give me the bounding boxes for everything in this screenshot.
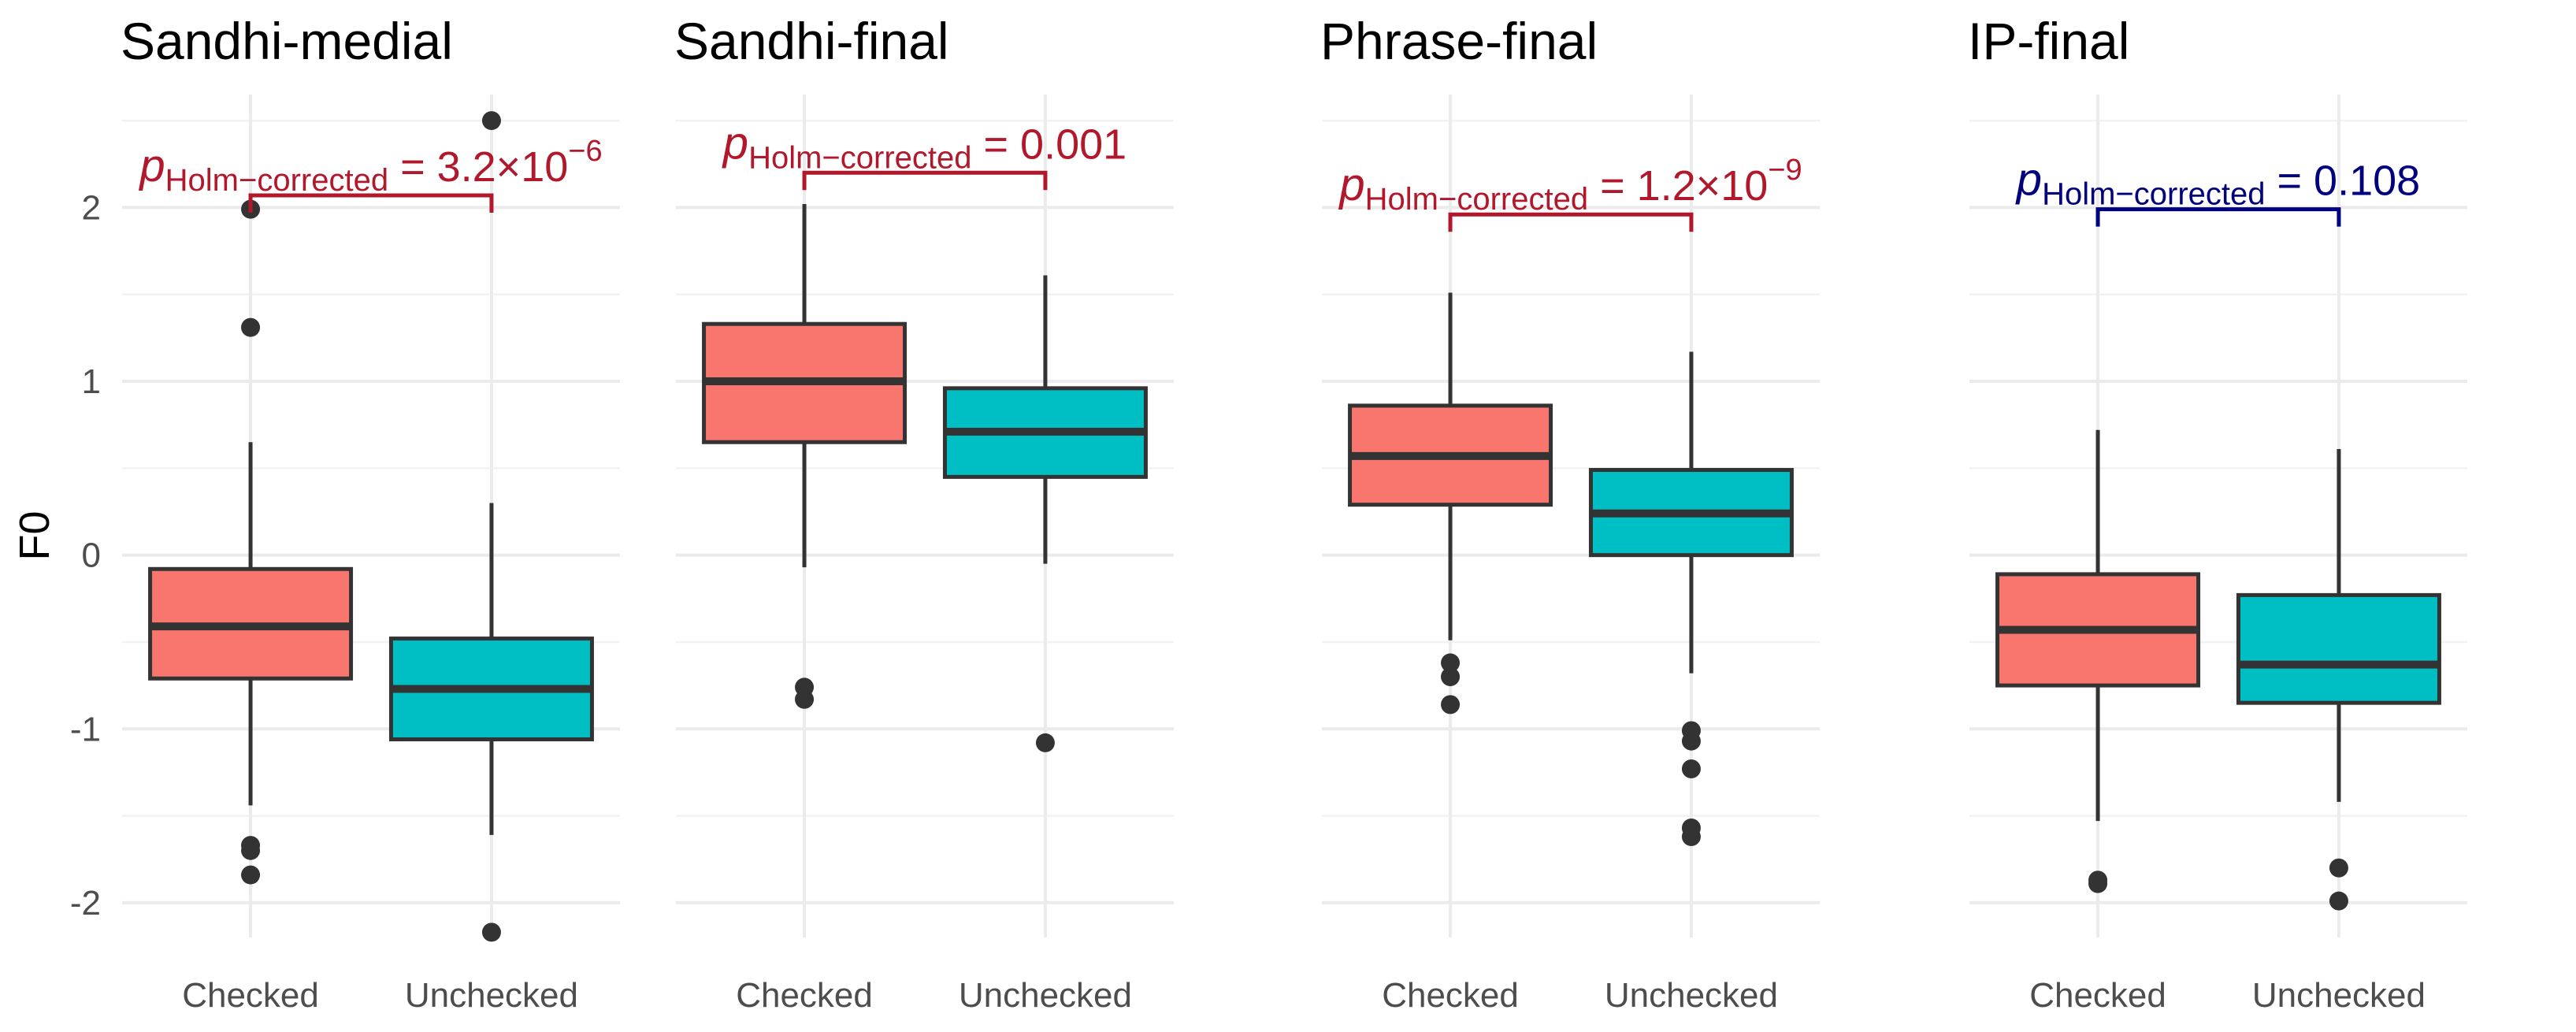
panel-title: Sandhi-medial — [121, 12, 453, 70]
outlier-point — [795, 689, 815, 709]
outlier-point — [481, 922, 501, 942]
grid — [1969, 95, 2467, 937]
panel-title: Phrase-final — [1320, 12, 1598, 70]
box-checked — [1995, 429, 2201, 893]
significance-bracket — [2095, 207, 2341, 227]
p-value-annotation: pHolm−corrected = 0.108 — [2015, 154, 2420, 212]
grid — [122, 95, 620, 937]
x-tick-label: Checked — [182, 976, 319, 1015]
outlier-point — [241, 317, 261, 337]
x-tick-label: Checked — [736, 976, 873, 1015]
outlier-point — [241, 865, 261, 885]
box-checked — [148, 199, 354, 885]
outlier-point — [1035, 733, 1055, 752]
p-value-annotation: pHolm−corrected = 3.2×10−6 — [138, 135, 602, 198]
y-tick-label: -2 — [70, 884, 101, 922]
significance-bracket — [1448, 212, 1694, 232]
outlier-point — [2088, 874, 2108, 893]
outlier-point — [1681, 759, 1701, 778]
panel-title: IP-final — [1968, 12, 2129, 70]
y-axis-title: F0 — [11, 510, 58, 560]
y-axis-ticks: -2 -1 0 1 2 — [70, 188, 101, 922]
x-tick-label: Checked — [2029, 976, 2166, 1015]
outlier-point — [1441, 667, 1461, 687]
y-tick-label: 2 — [82, 188, 101, 227]
outlier-point — [1441, 695, 1461, 715]
x-tick-label: Unchecked — [405, 976, 578, 1015]
box-unchecked — [2236, 449, 2441, 911]
box-unchecked — [388, 111, 594, 942]
x-tick-label: Unchecked — [959, 976, 1132, 1015]
box-unchecked — [942, 275, 1148, 752]
outlier-point — [2329, 858, 2348, 878]
x-tick-label: Checked — [1382, 976, 1519, 1015]
panel-title: Sandhi-final — [674, 12, 949, 70]
box-checked — [702, 203, 908, 709]
significance-bracket — [248, 193, 494, 213]
outlier-point — [1441, 653, 1461, 673]
significance-bracket — [802, 170, 1048, 191]
grid — [676, 95, 1174, 937]
outlier-point — [1681, 827, 1701, 847]
outlier-point — [2329, 891, 2348, 911]
y-tick-label: -1 — [70, 710, 101, 748]
grid — [1322, 95, 1820, 937]
y-tick-label: 1 — [82, 362, 101, 401]
outlier-point — [481, 111, 501, 131]
p-value-annotation: pHolm−corrected = 1.2×10−9 — [1338, 154, 1802, 217]
x-tick-label: Unchecked — [2252, 976, 2426, 1015]
x-tick-label: Unchecked — [1605, 976, 1778, 1015]
p-value-annotation: pHolm−corrected = 0.001 — [722, 117, 1127, 175]
box-unchecked — [1588, 351, 1794, 847]
outlier-point — [241, 841, 261, 860]
outlier-point — [1681, 731, 1701, 751]
box-checked — [1348, 292, 1553, 715]
iqr-box — [2236, 592, 2441, 705]
y-tick-label: 0 — [82, 536, 101, 575]
